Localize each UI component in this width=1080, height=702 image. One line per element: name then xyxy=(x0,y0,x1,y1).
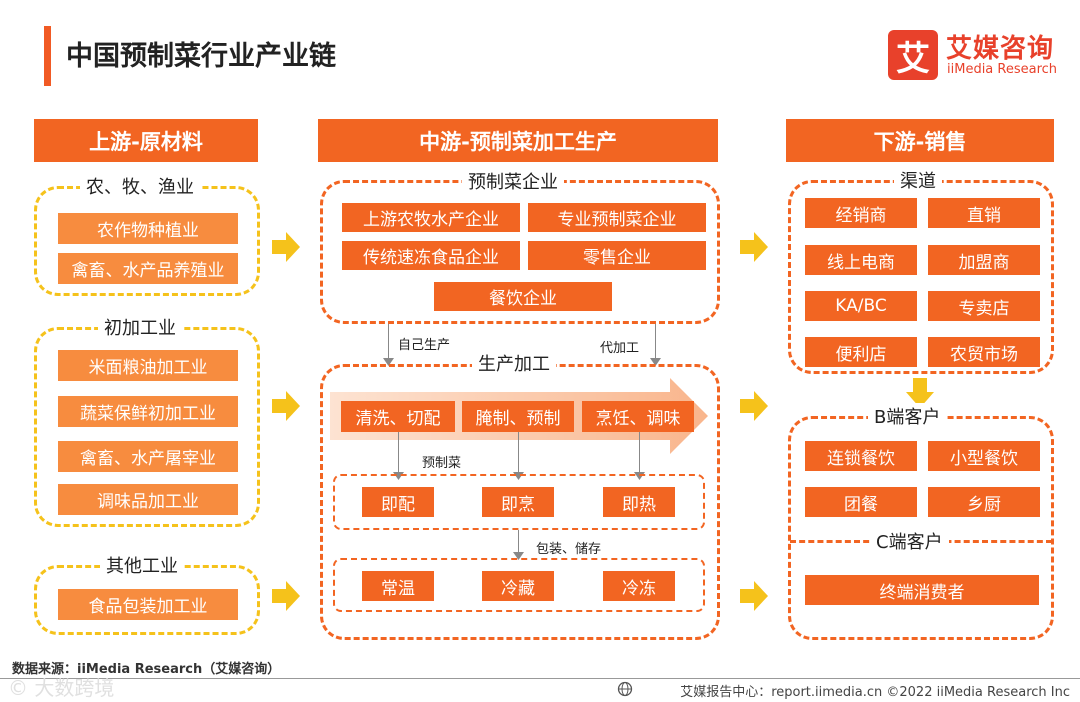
storage-type: 常温 xyxy=(362,571,434,601)
flow-arrow-icon xyxy=(272,232,300,262)
upstream-group-label: 初加工业 xyxy=(98,314,182,340)
flow-arrow-icon xyxy=(740,232,768,262)
enterprise-item: 零售企业 xyxy=(528,241,706,270)
page-title: 中国预制菜行业产业链 xyxy=(66,41,336,72)
c-client-item: 终端消费者 xyxy=(805,575,1039,605)
process-step: 烹饪、调味 xyxy=(582,401,694,432)
footer-divider xyxy=(0,678,1080,679)
title-accent-bar xyxy=(44,26,51,86)
flow-arrow-icon xyxy=(272,391,300,421)
b-client-item: 乡厨 xyxy=(928,487,1040,517)
storage-type: 冷冻 xyxy=(603,571,675,601)
enterprise-item: 专业预制菜企业 xyxy=(528,203,706,232)
prepared-label: 预制菜 xyxy=(422,456,462,471)
channel-item: 线上电商 xyxy=(805,245,917,275)
flow-arrow-down-icon xyxy=(906,378,934,408)
arrow-down-icon xyxy=(383,358,394,366)
enterprise-label: 预制菜企业 xyxy=(462,168,564,194)
flow-arrow-icon xyxy=(740,581,768,611)
watermark: © 大数跨境 xyxy=(8,676,115,700)
prepared-type: 即烹 xyxy=(482,487,554,517)
downstream-heading: 下游-销售 xyxy=(786,119,1054,162)
storage-types-box xyxy=(333,558,705,612)
channel-item: 专卖店 xyxy=(928,291,1040,321)
enterprise-item: 餐饮企业 xyxy=(434,282,612,311)
midstream-heading: 中游-预制菜加工生产 xyxy=(318,119,718,162)
storage-type: 冷藏 xyxy=(482,571,554,601)
self-production-label: 自己生产 xyxy=(398,338,451,353)
flow-arrow-icon xyxy=(740,391,768,421)
b-client-label: B端客户 xyxy=(868,403,947,429)
upstream-item: 蔬菜保鲜初加工业 xyxy=(58,396,238,427)
enterprise-item: 传统速冻食品企业 xyxy=(342,241,520,270)
logo-mark: 艾 xyxy=(888,30,938,80)
channel-item: 直销 xyxy=(928,198,1040,228)
connector-line xyxy=(639,432,640,476)
footer-copyright: 艾媒报告中心：report.iimedia.cn ©2022 iiMedia R… xyxy=(680,685,1070,700)
upstream-item: 农作物种植业 xyxy=(58,213,238,244)
oem-label: 代加工 xyxy=(600,341,640,356)
upstream-item: 食品包装加工业 xyxy=(58,589,238,620)
flow-arrow-icon xyxy=(272,581,300,611)
channel-item: 便利店 xyxy=(805,337,917,367)
upstream-group-label: 农、牧、渔业 xyxy=(80,173,200,199)
upstream-item: 禽畜、水产品养殖业 xyxy=(58,253,238,284)
globe-icon xyxy=(617,681,633,697)
process-step: 腌制、预制 xyxy=(462,401,574,432)
pack-store-label: 包装、储存 xyxy=(536,542,602,557)
prepared-types-box xyxy=(333,474,705,530)
b-client-item: 小型餐饮 xyxy=(928,441,1040,471)
b-client-item: 连锁餐饮 xyxy=(805,441,917,471)
arrow-down-icon xyxy=(513,552,524,560)
upstream-heading: 上游-原材料 xyxy=(34,119,258,162)
upstream-item: 禽畜、水产屠宰业 xyxy=(58,441,238,472)
connector-line xyxy=(655,324,656,364)
connector-line xyxy=(518,432,519,476)
channel-item: 农贸市场 xyxy=(928,337,1040,367)
c-client-label: C端客户 xyxy=(870,528,949,554)
b-client-item: 团餐 xyxy=(805,487,917,517)
enterprise-item: 上游农牧水产企业 xyxy=(342,203,520,232)
upstream-group-label: 其他工业 xyxy=(100,552,184,578)
data-source: 数据来源：iiMedia Research（艾媒咨询） xyxy=(12,662,281,677)
channel-label: 渠道 xyxy=(894,167,942,193)
connector-line xyxy=(398,432,399,476)
process-step: 清洗、切配 xyxy=(341,401,455,432)
upstream-item: 调味品加工业 xyxy=(58,484,238,515)
channel-item: KA/BC xyxy=(805,291,917,321)
upstream-item: 米面粮油加工业 xyxy=(58,350,238,381)
production-label: 生产加工 xyxy=(472,350,556,376)
arrow-down-icon xyxy=(650,358,661,366)
channel-item: 加盟商 xyxy=(928,245,1040,275)
logo-text-en: iiMedia Research xyxy=(947,62,1058,77)
logo-text-cn: 艾媒咨询 xyxy=(946,34,1055,64)
connector-line xyxy=(518,530,519,556)
prepared-type: 即配 xyxy=(362,487,434,517)
prepared-type: 即热 xyxy=(603,487,675,517)
channel-item: 经销商 xyxy=(805,198,917,228)
connector-line xyxy=(388,324,389,364)
